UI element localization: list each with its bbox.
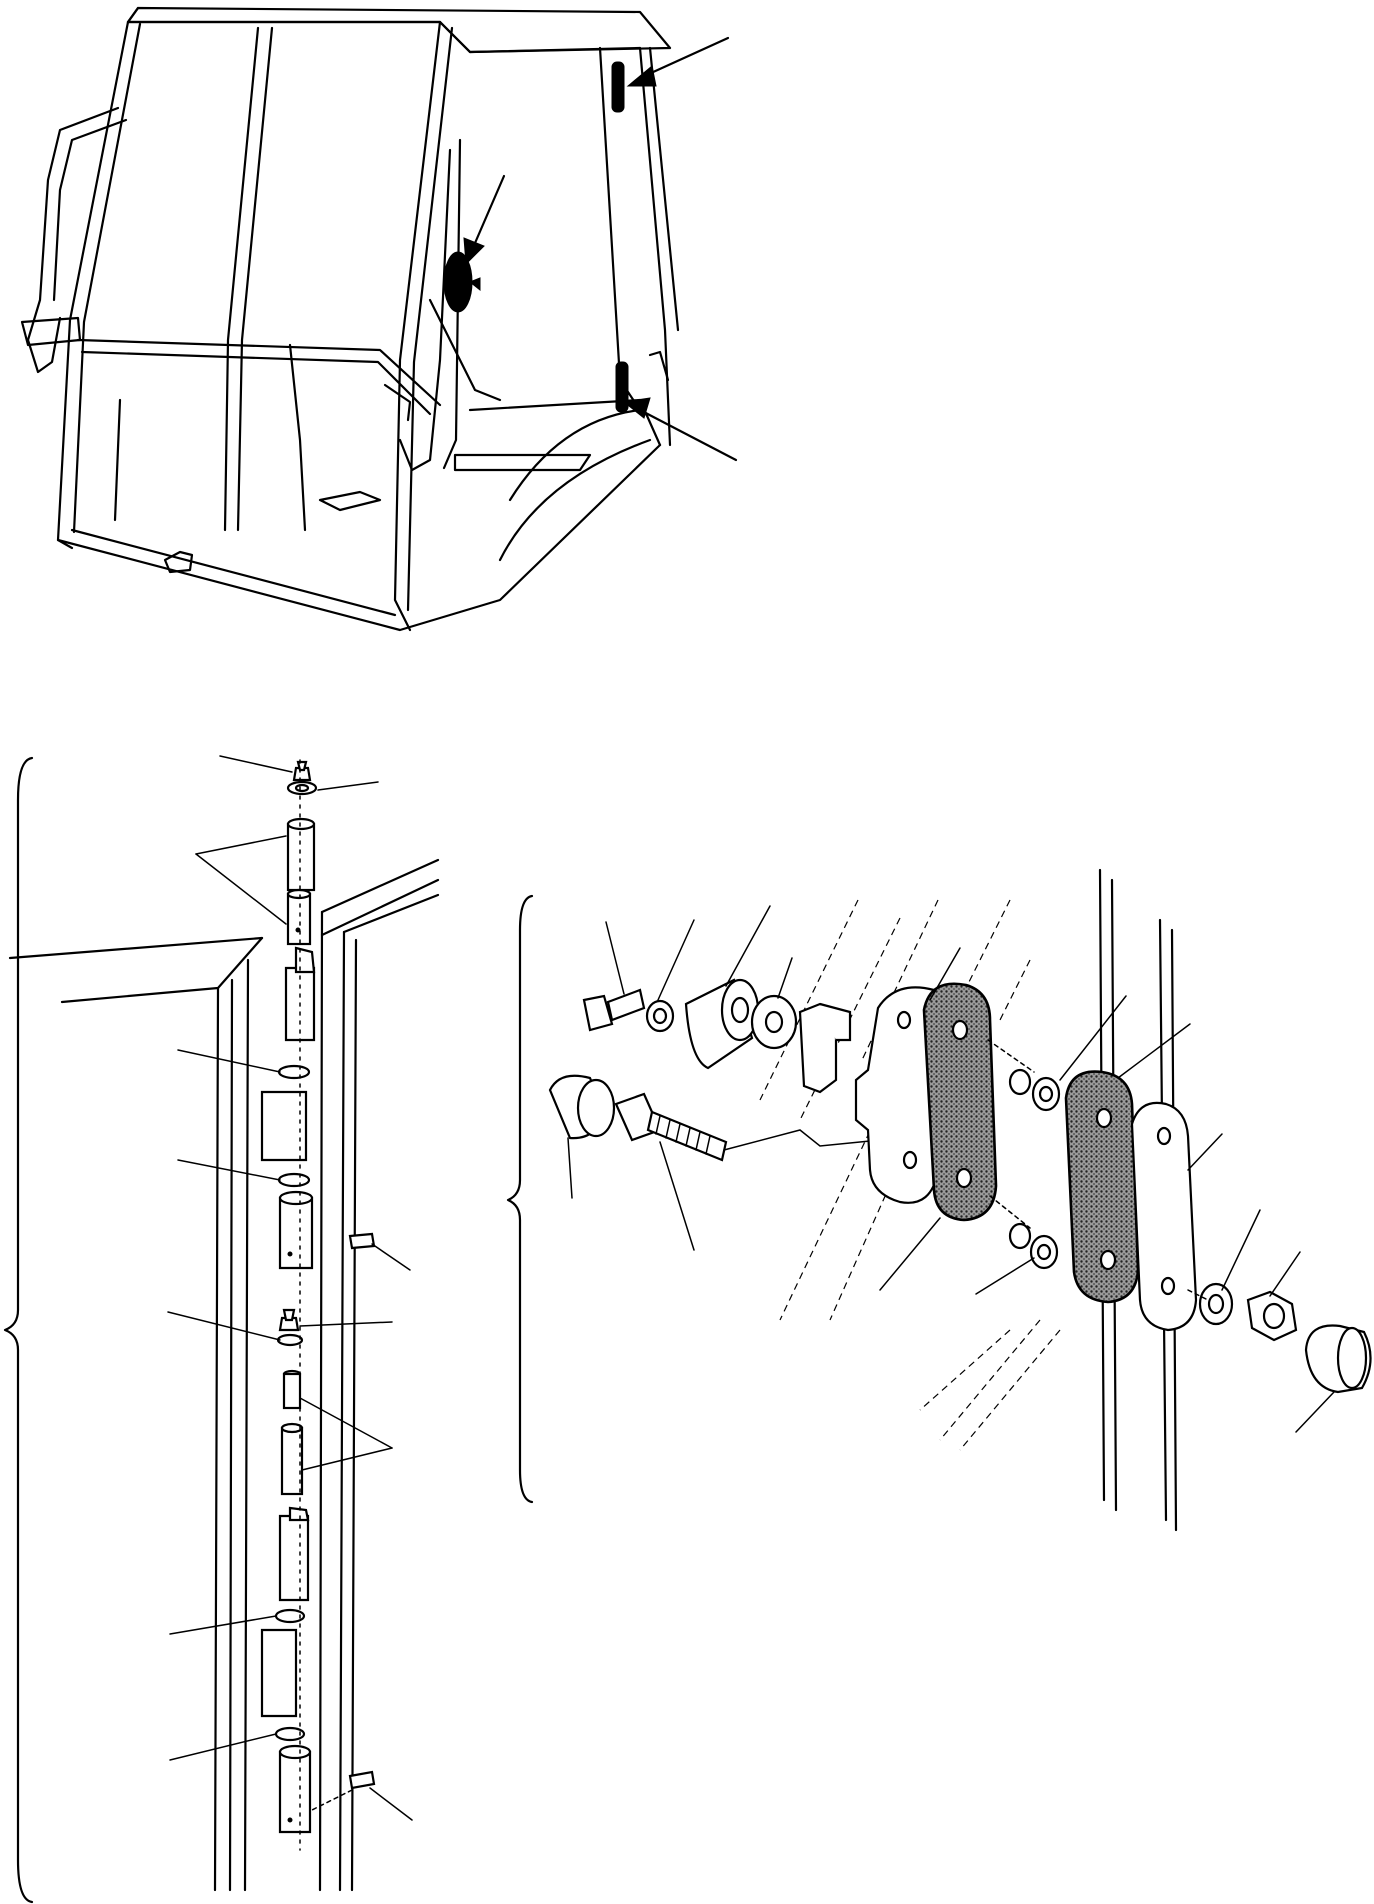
upper-hinge-marker <box>611 61 625 113</box>
hinge-exploded-view <box>3 755 440 1904</box>
lower-hinge-marker <box>615 361 629 413</box>
cab-overview <box>20 6 738 632</box>
latch-exploded-view <box>506 868 1372 1532</box>
